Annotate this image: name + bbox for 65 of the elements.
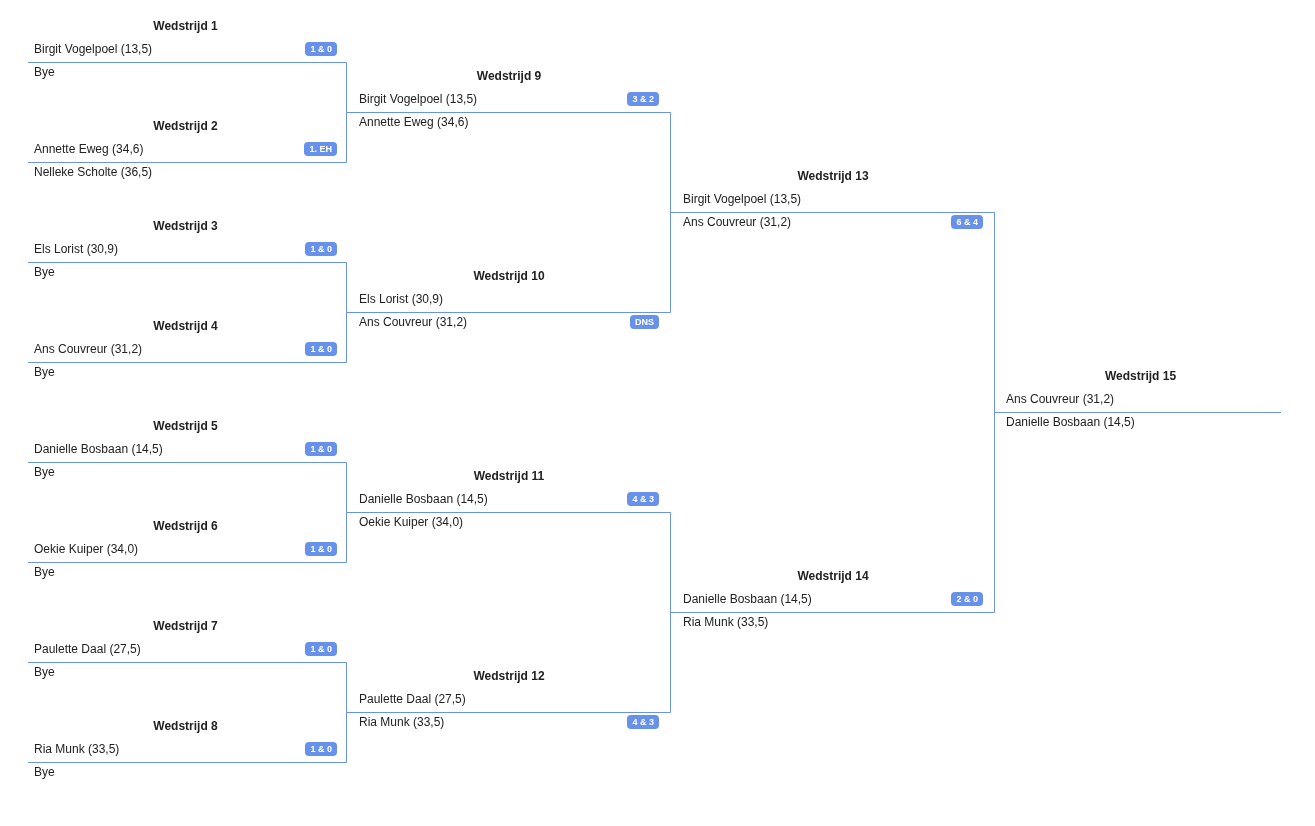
player-name: Ans Couvreur (31,2) (34, 341, 143, 357)
player-name: Danielle Bosbaan (14,5) (683, 591, 812, 607)
bracket-connector (342, 112, 354, 163)
match-heading: Wedstrijd 15 (1104, 368, 1177, 384)
bracket-connector (342, 312, 354, 363)
player-name: Paulette Daal (27,5) (359, 691, 466, 707)
bracket-connector (664, 612, 678, 713)
player-name: Danielle Bosbaan (14,5) (34, 441, 163, 457)
score-badge: 1 & 0 (305, 642, 337, 656)
player-name: Ans Couvreur (31,2) (359, 314, 468, 330)
score-badge: 1 & 0 (305, 542, 337, 556)
player-name: Ria Munk (33,5) (683, 614, 769, 630)
player-name: Ria Munk (33,5) (34, 741, 120, 757)
match-heading: Wedstrijd 5 (153, 418, 218, 434)
score-badge: 1 & 0 (305, 742, 337, 756)
score-badge: 2 & 0 (951, 592, 983, 606)
score-badge: 1 & 0 (305, 242, 337, 256)
player-name: Ans Couvreur (31,2) (683, 214, 792, 230)
match-heading: Wedstrijd 14 (797, 568, 869, 584)
score-badge: 4 & 3 (627, 492, 659, 506)
player-name: Ria Munk (33,5) (359, 714, 445, 730)
player-name: Bye (34, 64, 55, 80)
player-name: Annette Eweg (34,6) (359, 114, 469, 130)
player-name: Bye (34, 364, 55, 380)
player-name: Birgit Vogelpoel (13,5) (34, 41, 153, 57)
match-heading: Wedstrijd 13 (797, 168, 869, 184)
player-name: Ans Couvreur (31,2) (1006, 391, 1115, 407)
score-badge: 1. EH (304, 142, 337, 156)
bracket-connector (664, 212, 678, 313)
match-heading: Wedstrijd 3 (153, 218, 218, 234)
match-heading: Wedstrijd 1 (153, 18, 218, 34)
player-name: Danielle Bosbaan (14,5) (359, 491, 488, 507)
match-heading: Wedstrijd 11 (473, 468, 545, 484)
score-badge: 6 & 4 (951, 215, 983, 229)
player-name: Danielle Bosbaan (14,5) (1006, 414, 1135, 430)
match-heading: Wedstrijd 12 (473, 668, 545, 684)
match-heading: Wedstrijd 2 (153, 118, 218, 134)
score-badge: 1 & 0 (305, 342, 337, 356)
match-heading: Wedstrijd 9 (476, 68, 542, 84)
player-name: Bye (34, 264, 55, 280)
match-heading: Wedstrijd 10 (473, 268, 545, 284)
score-badge: 1 & 0 (305, 442, 337, 456)
match-heading: Wedstrijd 8 (153, 718, 218, 734)
player-name: Oekie Kuiper (34,0) (359, 514, 464, 530)
player-name: Oekie Kuiper (34,0) (34, 541, 139, 557)
player-name: Bye (34, 564, 55, 580)
match-heading: Wedstrijd 4 (153, 318, 218, 334)
bracket-connector (342, 712, 354, 763)
player-name: Birgit Vogelpoel (13,5) (683, 191, 802, 207)
score-badge: 4 & 3 (627, 715, 659, 729)
player-name: Bye (34, 464, 55, 480)
player-name: Birgit Vogelpoel (13,5) (359, 91, 478, 107)
match-heading: Wedstrijd 6 (153, 518, 218, 534)
player-name: Bye (34, 664, 55, 680)
player-name: Bye (34, 764, 55, 780)
player-name: Els Lorist (30,9) (34, 241, 119, 257)
player-name: Annette Eweg (34,6) (34, 141, 144, 157)
match-heading: Wedstrijd 7 (153, 618, 218, 634)
score-badge: 1 & 0 (305, 42, 337, 56)
player-name: Els Lorist (30,9) (359, 291, 444, 307)
score-badge: DNS (630, 315, 659, 329)
bracket-connector (342, 512, 354, 563)
player-name: Paulette Daal (27,5) (34, 641, 141, 657)
score-badge: 3 & 2 (627, 92, 659, 106)
player-name: Nelleke Scholte (36,5) (34, 164, 153, 180)
